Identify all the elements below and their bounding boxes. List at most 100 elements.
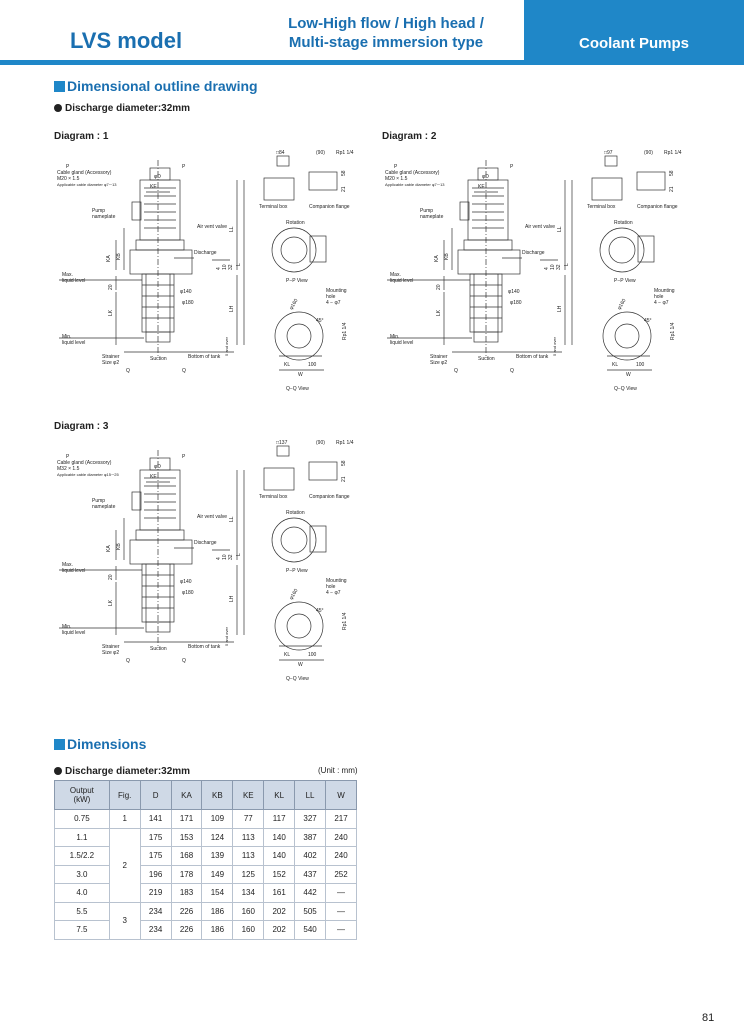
column-header: W xyxy=(325,780,357,810)
dim-90: (90) xyxy=(316,440,325,446)
dimensional-drawing: P P Q Q φD KE Cable gland (Accessory) M2… xyxy=(385,150,682,392)
dimensions-section-heading: Dimensions xyxy=(54,736,146,752)
outline-section-heading: Dimensional outline drawing xyxy=(54,78,258,94)
dim-21: 21 xyxy=(341,476,347,482)
table-cell: 202 xyxy=(263,901,296,921)
dimensions-discharge-heading: Discharge diameter:32mm xyxy=(54,766,190,777)
diagram-1-drawing: P P Q Q φD KE Cable gland (Accessory) M2… xyxy=(54,140,374,405)
table-cell: 125 xyxy=(232,864,265,884)
pp-view-circle xyxy=(599,227,645,273)
dim-phi180: φ180 xyxy=(182,590,194,596)
discharge-label: Discharge xyxy=(194,250,217,256)
terminal-box xyxy=(459,201,470,221)
dimensions-section-title: Dimensions xyxy=(67,736,147,752)
terminal-box-view xyxy=(263,177,295,201)
dim-kl: KL xyxy=(284,652,290,658)
qq-view-circle xyxy=(274,311,324,361)
flange-thread: Rp1 1/4 xyxy=(336,150,354,156)
q-mark-right: Q xyxy=(510,368,514,374)
min-level-1: Min. xyxy=(62,334,71,340)
suction-label: Suction xyxy=(150,646,167,652)
mounting-hole-1: Mounting xyxy=(326,578,347,584)
clearance-label: 5 and over xyxy=(552,336,557,356)
pump-nameplate-2: nameplate xyxy=(420,214,444,220)
dim-10: 10 xyxy=(222,264,228,270)
min-level-2: liquid level xyxy=(390,340,413,346)
dimensional-drawing: P P Q Q φD KE Cable gland (Accessory) M2… xyxy=(57,150,354,392)
terminal-box xyxy=(131,491,142,511)
table-cell: 217 xyxy=(325,809,357,829)
dim-kl: KL xyxy=(284,362,290,368)
max-level-1: Max. xyxy=(62,562,73,568)
table-cell: 139 xyxy=(201,846,234,866)
terminal-size: □84 xyxy=(276,150,285,156)
dim-58: 58 xyxy=(341,460,347,466)
table-cell: 402 xyxy=(294,846,326,866)
dim-lk: LK xyxy=(108,309,114,316)
cable-thread: M20 × 1.5 xyxy=(57,176,80,182)
max-level-2: liquid level xyxy=(62,278,85,284)
dim-w: W xyxy=(626,372,631,378)
pp-view-label: P−P View xyxy=(614,278,636,284)
mounting-hole-2: hole xyxy=(326,294,336,300)
p-mark-left: P xyxy=(394,164,398,170)
dim-l: L xyxy=(564,263,570,266)
table-cell: 1.5/2.2 xyxy=(54,846,110,866)
column-header: KA xyxy=(170,780,203,810)
motor-flange xyxy=(135,239,185,251)
terminal-box-label: Terminal box xyxy=(587,204,616,210)
table-cell: 1.1 xyxy=(54,827,110,847)
terminal-box xyxy=(131,201,142,221)
dim-ka: KA xyxy=(106,545,112,552)
motor-body xyxy=(139,179,181,241)
table-cell: 2 xyxy=(108,827,141,903)
table-cell: 3 xyxy=(108,901,141,940)
min-level-2: liquid level xyxy=(62,340,85,346)
terminal-box-label: Terminal box xyxy=(259,494,288,500)
table-cell: 219 xyxy=(139,883,172,903)
bullet-icon xyxy=(54,104,62,112)
dim-20: 20 xyxy=(108,574,114,580)
companion-flange-label: Companion flange xyxy=(309,204,350,210)
cable-gland-label: Cable gland (Accessory) xyxy=(57,170,112,176)
companion-flange-view xyxy=(636,171,666,191)
q-mark-right: Q xyxy=(182,368,186,374)
table-cell: 160 xyxy=(232,920,265,940)
min-level-2: liquid level xyxy=(62,630,85,636)
column-header: LL xyxy=(294,780,326,810)
motor-flange xyxy=(135,529,185,541)
bottom-tank-label: Bottom of tank xyxy=(188,354,221,360)
dim-45deg: 45° xyxy=(316,608,324,614)
table-cell: 183 xyxy=(170,883,203,903)
terminal-size: □137 xyxy=(276,440,288,446)
dim-100: 100 xyxy=(308,362,317,368)
dim-ll: LL xyxy=(557,226,563,232)
qq-view-circle xyxy=(602,311,652,361)
dim-4: 4 xyxy=(216,267,222,270)
dim-20: 20 xyxy=(108,284,114,290)
qq-view-circle xyxy=(274,601,324,651)
qq-view-label: Q−Q View xyxy=(286,386,309,392)
table-cell: — xyxy=(325,920,357,940)
column-header: Fig. xyxy=(108,780,141,810)
terminal-box-view xyxy=(263,467,295,491)
dim-20: 20 xyxy=(436,284,442,290)
dim-w: W xyxy=(298,662,303,668)
q-mark-right: Q xyxy=(182,658,186,664)
dim-32: 32 xyxy=(228,264,234,270)
mounting-plate xyxy=(457,249,521,275)
dim-ke: KE xyxy=(478,184,485,190)
qq-view-label: Q−Q View xyxy=(614,386,637,392)
strainer-size: Size φ2 xyxy=(102,360,119,366)
table-cell: 141 xyxy=(139,809,172,829)
outline-section-title: Dimensional outline drawing xyxy=(67,78,258,94)
diagram-3-label: Diagram : 3 xyxy=(54,421,109,432)
dim-d: φD xyxy=(154,174,161,180)
q-mark-left: Q xyxy=(454,368,458,374)
table-cell: 154 xyxy=(201,883,234,903)
terminal-size: □97 xyxy=(604,150,613,156)
